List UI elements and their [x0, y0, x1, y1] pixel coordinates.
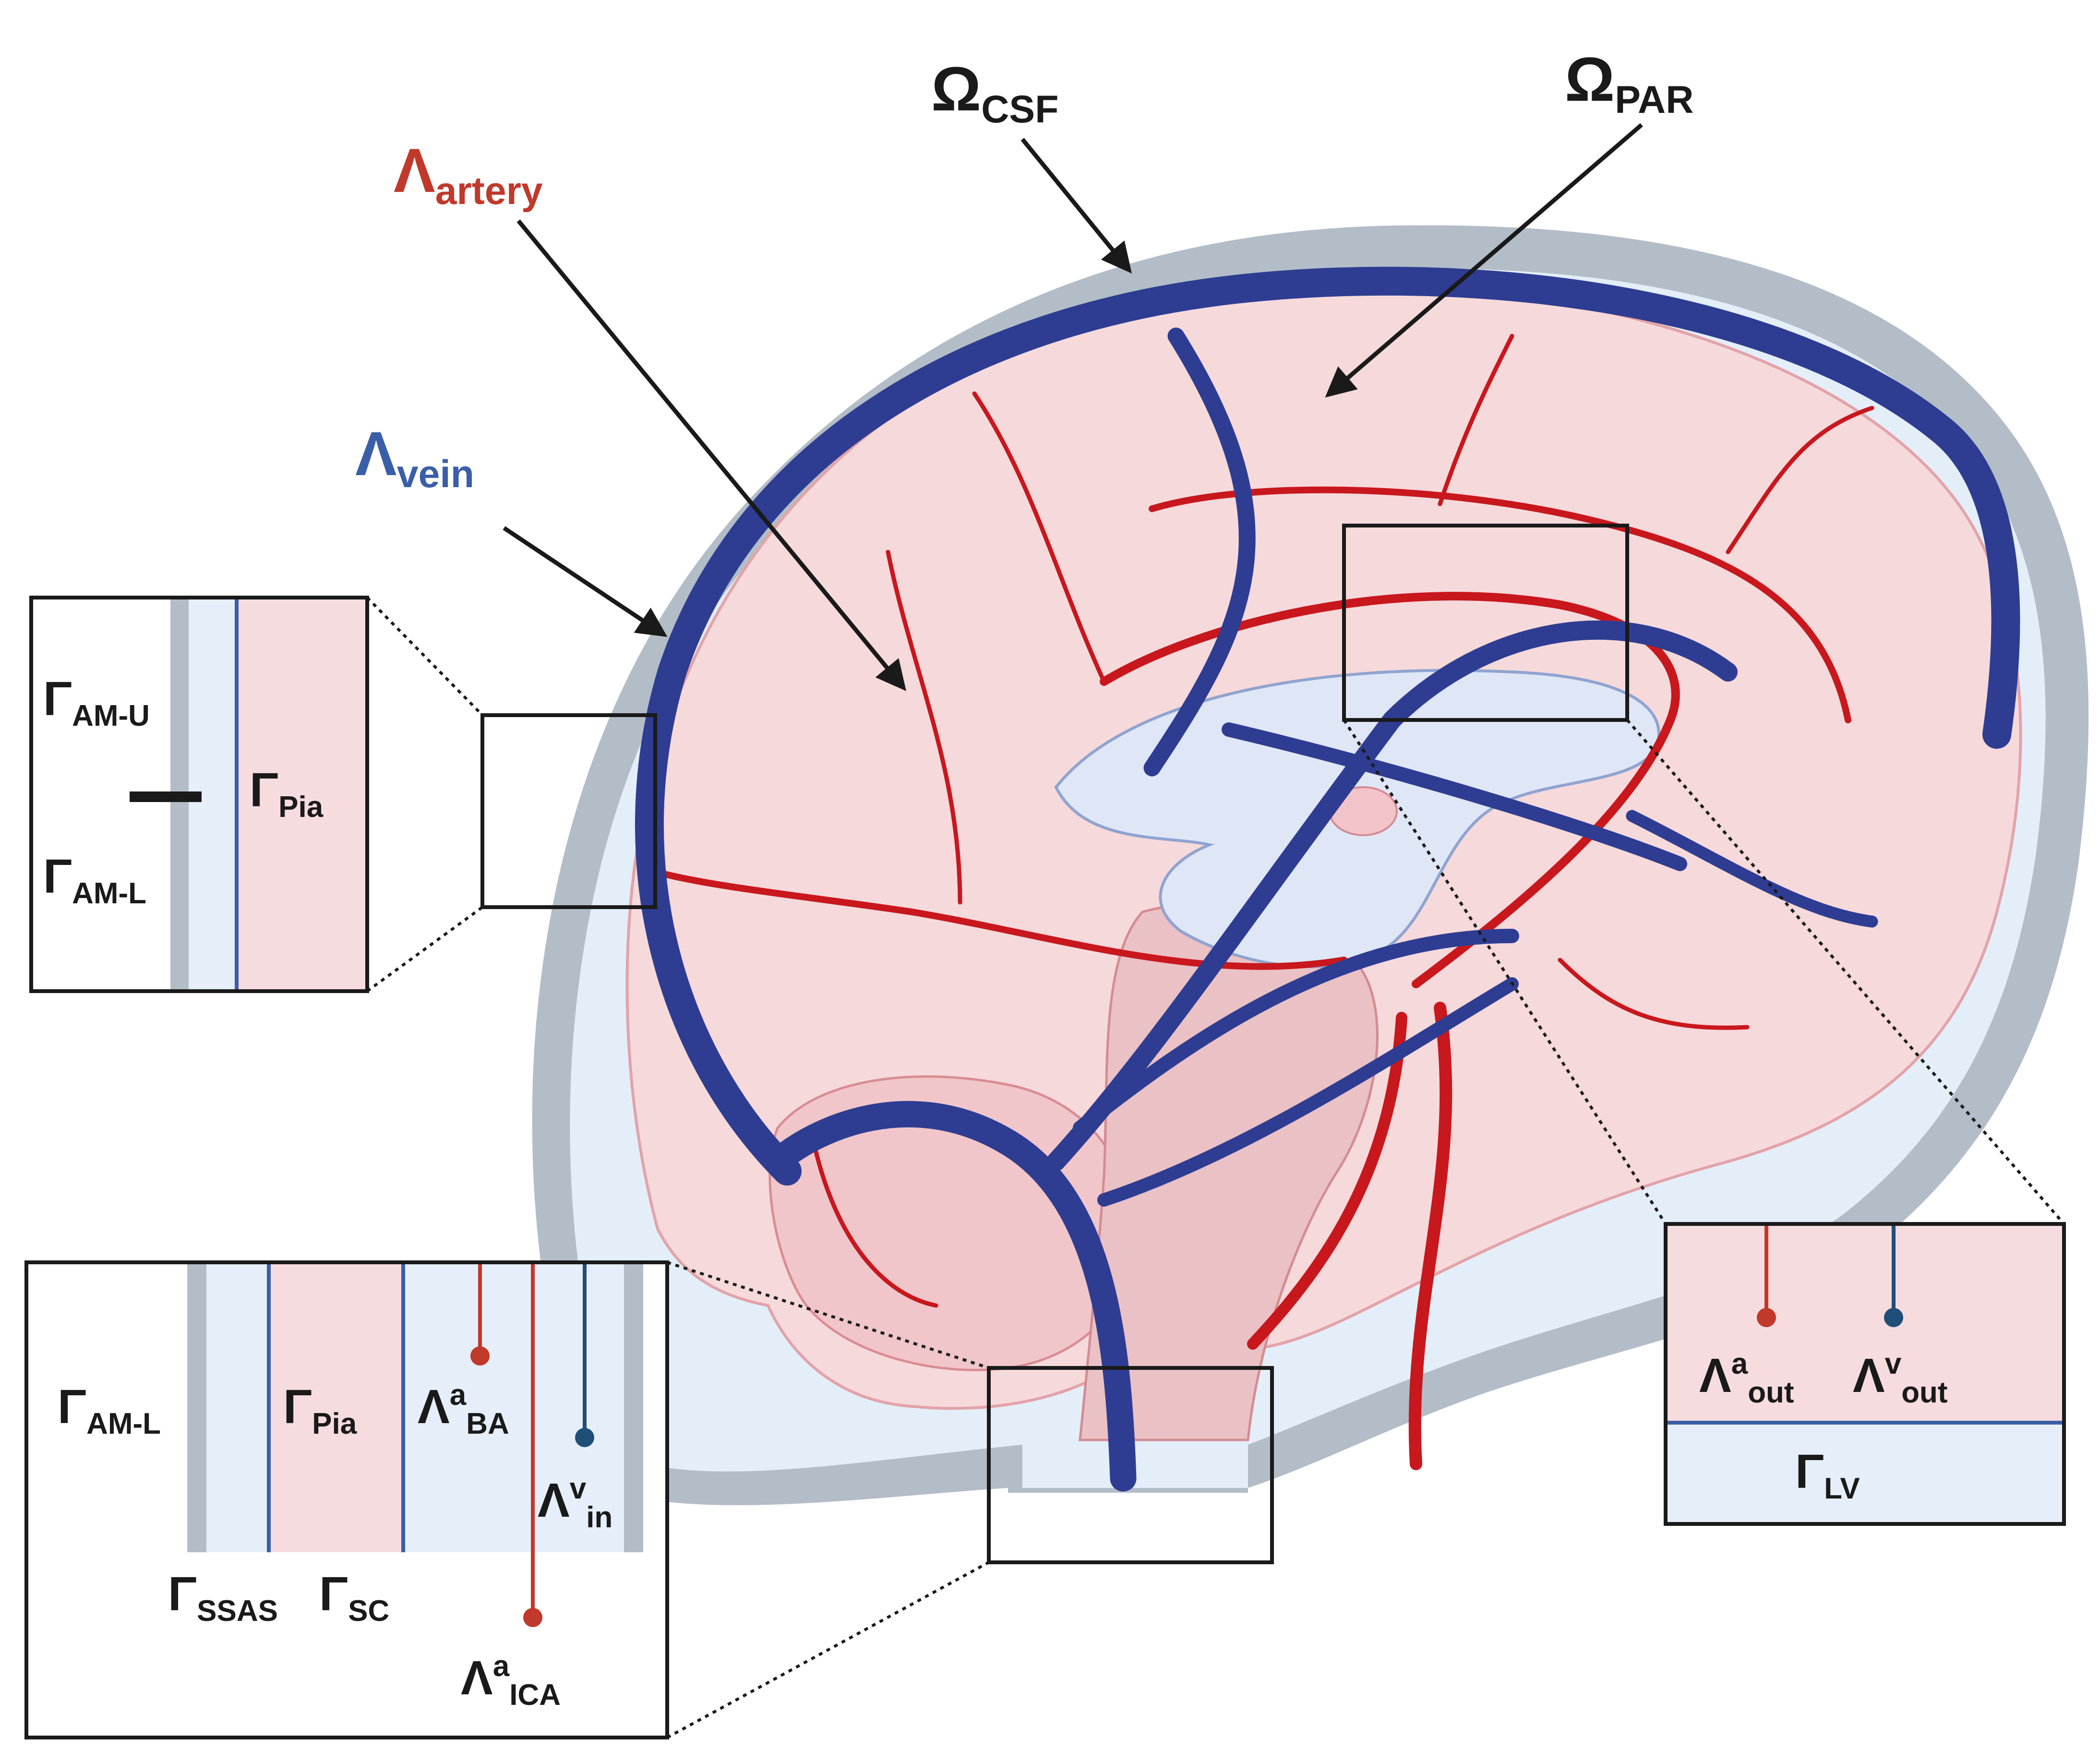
label-lambda-ica: ΛaICA [461, 1650, 561, 1712]
arteries [659, 334, 1874, 1470]
zoom-box-left [480, 713, 657, 909]
internal-cerebral-vein [1143, 327, 1256, 777]
label-lambda-ba: ΛaBA [418, 1378, 509, 1440]
inset-right-parenchyma [1668, 1226, 2062, 1423]
inset-left-pia [237, 599, 365, 989]
arrow-omega-csf [1020, 138, 1132, 274]
marker-ba-dot [470, 1346, 490, 1366]
leader-lines [366, 596, 2065, 1739]
inset-bottom-skull-right [624, 1264, 643, 1552]
arrow-lambda-vein [503, 526, 668, 637]
inset-bottom-csf-left [206, 1264, 269, 1552]
artery-ica [1247, 1012, 1407, 1350]
inset-bottom: ΓAM-L ΓPia ΛaBA Λvin ΓSSAS ΓSC ΛaICA [24, 1260, 669, 1739]
label-gamma-sc: ΓSC [319, 1567, 389, 1628]
marker-vout-dot [1884, 1308, 1903, 1327]
zoom-box-bottom [987, 1366, 1274, 1564]
straight-sinus [764, 1101, 1137, 1492]
label-lambda-aout: Λaout [1699, 1347, 1794, 1409]
label-omega-csf: ΩCSF [931, 54, 1058, 131]
vein-thalamostriate [1222, 722, 1687, 871]
label-gamma-pia-bottom: ΓPia [283, 1380, 357, 1440]
superior-sagittal-sinus [635, 266, 2020, 1186]
label-gamma-pia-left: ΓPia [250, 763, 324, 824]
arrow-lambda-artery [516, 219, 907, 691]
artery-callosomarginal [1149, 486, 1851, 723]
pointer-arrows [503, 123, 1643, 691]
marker-vin-dot [575, 1428, 594, 1447]
vein-frontal [1626, 810, 1878, 928]
artery-branch-3 [1726, 406, 1874, 554]
label-omega-par: ΩPAR [1565, 44, 1693, 121]
label-gamma-ssas: ΓSSAS [168, 1567, 278, 1628]
artery-branch-6 [1558, 958, 1750, 1030]
vein-basal [1073, 929, 1519, 1135]
label-gamma-lv: ΓLV [1795, 1445, 1860, 1505]
artery-branch-2 [972, 391, 1106, 684]
great-vein [1046, 620, 1738, 1171]
label-lambda-vin: Λvin [538, 1472, 612, 1534]
artery-branch-4 [1438, 334, 1514, 506]
label-gamma-am-l-left: ΓAM-L [43, 850, 146, 910]
inset-left: ΓAM-U ΓPia ΓAM-L [29, 596, 369, 993]
artery-branch-5 [814, 1150, 938, 1308]
label-lambda-artery: Λartery [394, 135, 543, 213]
inset-right: Λaout Λvout ΓLV [1664, 1222, 2066, 1526]
marker-aout-dot [1757, 1308, 1776, 1327]
label-gamma-am-u-left: ΓAM-U [43, 672, 150, 732]
artery-branch-1 [886, 550, 962, 905]
marker-ica-dot [523, 1608, 542, 1627]
inset-right-ventricle [1668, 1423, 2062, 1522]
inset-bottom-pia [269, 1264, 403, 1552]
inset-bottom-csf-right [403, 1264, 624, 1552]
label-lambda-vout: Λvout [1853, 1347, 1948, 1409]
brain-illustration [532, 225, 2089, 1506]
zoom-box-top [1342, 524, 1629, 722]
arrow-omega-par [1325, 123, 1643, 398]
veins [635, 266, 2020, 1492]
artery-main [1408, 1002, 1452, 1470]
label-lambda-vein: Λvein [355, 419, 474, 496]
label-gamma-am-l-bottom: ΓAM-L [58, 1380, 161, 1440]
vein-lower [1097, 977, 1519, 1207]
inset-bottom-skull-left [187, 1264, 206, 1552]
